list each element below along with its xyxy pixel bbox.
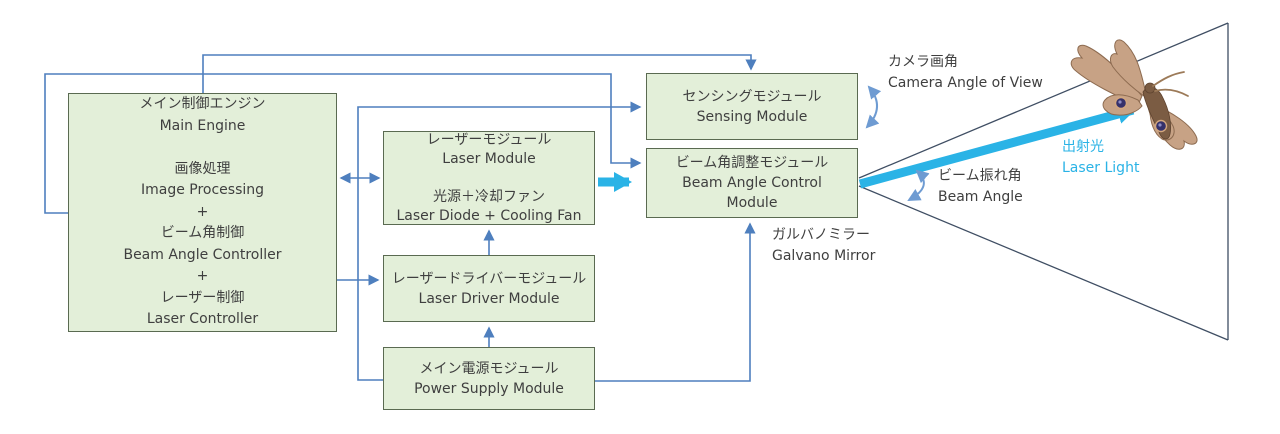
fov-upper-line xyxy=(858,22,1229,179)
moth-eyespot-right-dot xyxy=(1158,123,1162,127)
laser-beam-output-arrow xyxy=(858,104,1136,189)
node-sensing-module: センシングモジュール Sensing Module xyxy=(646,73,858,140)
annotation-galvano-mirror: ガルバノミラー Galvano Mirror xyxy=(772,225,875,267)
annotation-camera-angle: カメラ画角 Camera Angle of View xyxy=(888,52,1043,94)
node-text-line: Sensing Module xyxy=(696,108,808,125)
node-text-line xyxy=(384,169,594,188)
annotation-camera-angle-jp: カメラ画角 xyxy=(888,54,958,70)
node-main-engine: メイン制御エンジン Main Engine 画像処理 Image Process… xyxy=(68,93,337,332)
moth-forewing-upper-left xyxy=(1070,44,1143,106)
node-text-line: Main Engine xyxy=(159,117,246,134)
node-text-line: + xyxy=(196,203,209,220)
node-text-line: ビーム角調整モジュール xyxy=(675,155,829,171)
node-text-line: ビーム角制御 xyxy=(160,225,245,242)
moth-head xyxy=(1144,82,1156,94)
node-text-line: 画像処理 xyxy=(174,160,231,177)
node-text-line: Image Processing xyxy=(140,182,265,199)
node-text-line: + xyxy=(196,268,209,285)
moth-eyespot-left-dot xyxy=(1118,100,1122,104)
node-text-line: Beam Angle Controller xyxy=(123,246,282,263)
node-text-line: Power Supply Module xyxy=(414,380,564,397)
node-text-line: メイン電源モジュール xyxy=(419,360,559,377)
node-text-line xyxy=(77,137,328,159)
fov-lower-line xyxy=(858,185,1229,341)
annotation-beam-angle-jp: ビーム振れ角 xyxy=(938,168,1022,184)
node-text-line: センシングモジュール xyxy=(682,88,822,105)
connector-main-to-beam-module xyxy=(44,73,642,214)
node-laser-module: レーザーモジュール Laser Module 光源＋冷却ファン Laser Di… xyxy=(383,131,595,225)
node-text-line: レーザードライバーモジュール xyxy=(391,270,587,287)
node-power-supply-module: メイン電源モジュール Power Supply Module xyxy=(383,347,595,410)
annotation-laser-light-en: Laser Light xyxy=(1062,160,1140,176)
annotation-camera-angle-en: Camera Angle of View xyxy=(888,75,1043,91)
node-text-line: 光源＋冷却ファン xyxy=(433,188,545,205)
annotation-galvano-mirror-en: Galvano Mirror xyxy=(772,248,876,264)
camera-angle-arc xyxy=(865,85,882,129)
moth-image xyxy=(1070,39,1198,150)
moth-antenna-upper xyxy=(1152,71,1185,87)
annotation-laser-light-jp: 出射光 xyxy=(1062,139,1104,155)
node-text-line: Laser Module xyxy=(442,150,536,167)
node-text-line: Laser Controller xyxy=(146,311,259,328)
node-text-line: Beam Angle Control Module xyxy=(682,175,822,211)
connector-power-to-beam-module xyxy=(595,222,756,382)
node-text-line: レーザー制御 xyxy=(160,289,245,306)
annotation-galvano-mirror-jp: ガルバノミラー xyxy=(772,227,870,243)
moth-forewing-upper xyxy=(1109,39,1148,100)
node-text-line: レーザーモジュール xyxy=(426,131,552,148)
connector-power-to-sensing xyxy=(357,101,642,381)
beam-angle-arc xyxy=(907,169,930,201)
node-text-line: Laser Diode + Cooling Fan xyxy=(396,207,582,224)
annotation-beam-angle: ビーム振れ角 Beam Angle xyxy=(938,166,1023,208)
annotation-laser-light: 出射光 Laser Light xyxy=(1062,137,1139,179)
annotation-beam-angle-en: Beam Angle xyxy=(938,189,1023,205)
moth-antenna-lower xyxy=(1154,88,1189,97)
node-laser-driver-module: レーザードライバーモジュール Laser Driver Module xyxy=(383,255,595,322)
node-beam-angle-control-module: ビーム角調整モジュール Beam Angle Control Module xyxy=(646,148,858,218)
node-text-line: メイン制御エンジン xyxy=(139,96,266,113)
node-text-line: Laser Driver Module xyxy=(418,290,560,307)
